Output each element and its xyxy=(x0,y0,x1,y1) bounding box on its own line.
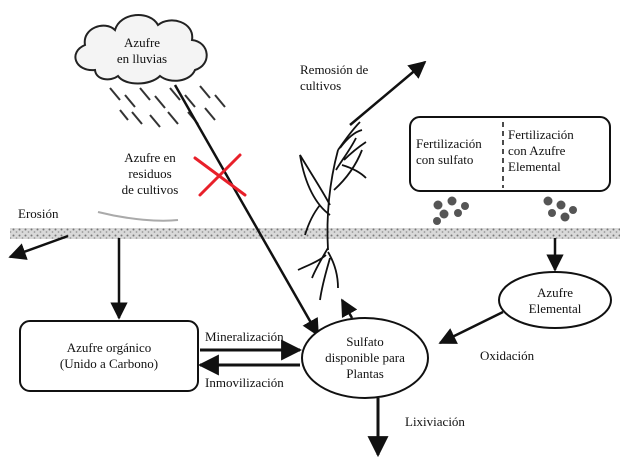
plant-icon xyxy=(297,121,367,301)
soil-surface xyxy=(10,228,620,239)
leaching-label: Lixiviación xyxy=(405,414,465,429)
blocked-cross-icon xyxy=(193,153,247,197)
elemental-pellets-icon xyxy=(543,196,577,222)
mineralization-label: Mineralización xyxy=(205,329,284,344)
elemental-sulfur-node xyxy=(498,271,612,329)
organic-sulfur-label: Azufre orgánico(Unido a Carbono) xyxy=(59,340,159,371)
crop-removal-arrow xyxy=(349,60,427,126)
oxidation-label: Oxidación xyxy=(480,348,535,363)
residue-mark xyxy=(97,211,179,222)
rain-cloud-icon xyxy=(74,13,226,128)
immobilization-label: Inmovilización xyxy=(205,375,284,390)
oxidation-arrow xyxy=(438,310,504,345)
sulfate-to-plant-arrow xyxy=(340,298,358,319)
sulfate-pellets-icon xyxy=(433,196,469,225)
erosion-label: Erosión xyxy=(18,206,59,221)
rain-to-sulfate-arrow xyxy=(173,84,320,337)
erosion-arrow xyxy=(8,234,69,260)
fertilization-box xyxy=(409,116,611,192)
